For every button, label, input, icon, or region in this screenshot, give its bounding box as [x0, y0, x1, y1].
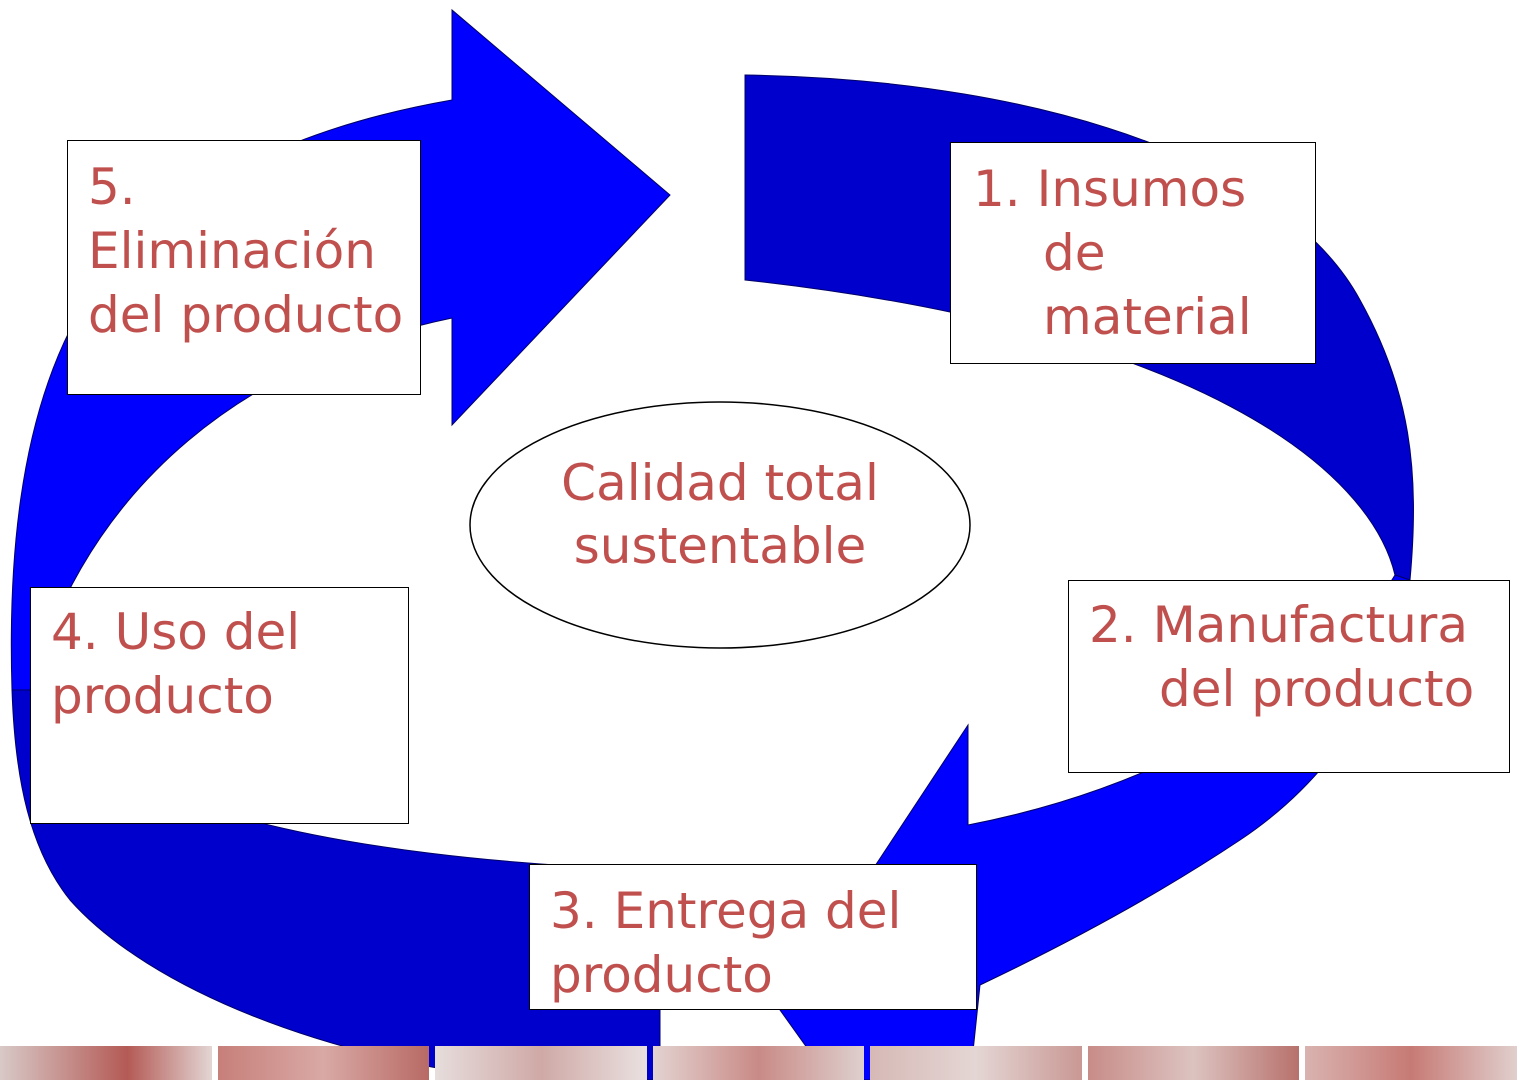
arrow-segment-bottom [11, 689, 661, 1080]
step-5-line-3: del producto [88, 286, 404, 344]
step-4-box: 4. Uso del producto [30, 587, 409, 824]
center-ellipse [469, 401, 971, 649]
step-1-line-3: material [1043, 288, 1252, 346]
step-3-line-1: 3. Entrega del [550, 882, 902, 940]
step-1-box: 1. Insumos de material [950, 142, 1316, 364]
center-label-line-2: sustentable [573, 517, 867, 575]
step-3-line-2: producto [550, 946, 773, 1004]
footer-photo [435, 1046, 647, 1080]
footer-photo [870, 1046, 1082, 1080]
footer-photo [1087, 1046, 1300, 1080]
footer-photo [1305, 1046, 1517, 1080]
step-5-line-2: Eliminación [88, 222, 376, 280]
step-5-line-1: 5. [88, 158, 136, 216]
footer-photo [0, 1046, 212, 1080]
footer-photo [217, 1046, 430, 1080]
step-4-line-2: producto [51, 667, 274, 725]
center-label: Calidad total sustentable [470, 452, 970, 578]
center-label-line-1: Calidad total [561, 454, 879, 512]
footer-photo-strip [0, 1046, 1517, 1080]
step-2-box: 2. Manufactura del producto [1068, 580, 1510, 773]
footer-photo [652, 1046, 865, 1080]
step-1-line-1: 1. Insumos [973, 160, 1247, 218]
step-2-line-1: 2. Manufactura [1089, 596, 1468, 654]
step-5-box: 5. Eliminación del producto [67, 140, 421, 395]
step-2-line-2: del producto [1159, 660, 1475, 718]
step-3-box: 3. Entrega del producto [529, 864, 977, 1010]
step-1-line-2: de [1043, 224, 1106, 282]
step-4-line-1: 4. Uso del [51, 603, 301, 661]
